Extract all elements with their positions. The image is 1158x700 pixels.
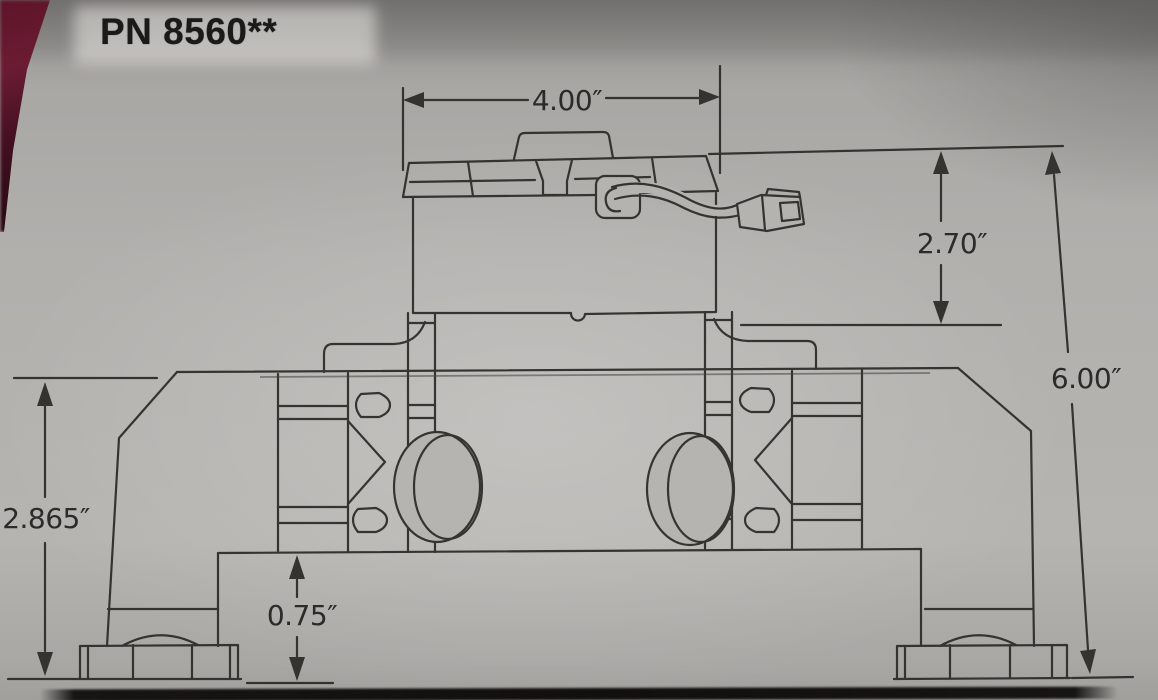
hex-bolt [351,506,389,534]
hex-bolt [738,386,776,414]
motor-body [411,191,718,322]
right-foot [895,634,1069,681]
dimension-overall-height: 6.00″ [1045,151,1122,674]
dimension-upper-height: 2.70″ [707,144,1065,327]
left-v-notch [346,419,387,506]
outlet-port [645,431,736,547]
right-v-notch [753,416,794,506]
title-highlight [74,6,376,64]
ground-lines [6,675,1135,685]
photo-bottom-edge [39,686,1119,700]
dimension-top-width: 4.00″ [401,64,722,175]
left-foot [78,634,240,681]
dim-label-upper-height: 2.70″ [917,227,987,260]
inlet-port [392,430,484,544]
dim-label-top-width: 4.00″ [532,84,602,117]
right-mounting-bracket [703,310,864,551]
dim-label-body-height: 2.865″ [2,502,90,535]
part-number-title: PN 8560** [100,11,278,52]
wire [604,182,746,219]
pump-body [105,366,1036,648]
hex-bolt [743,506,781,534]
dim-label-overall-height: 6.00″ [1051,362,1121,395]
dimension-body-height: 2.865″ [2,376,159,676]
wire-and-connector [594,174,806,233]
dim-label-ground-clearance: 0.75″ [267,599,337,632]
wire-connector [735,187,806,233]
motor-assembly [401,130,720,322]
hex-bolt [354,391,392,419]
dimension-ground-clearance: 0.75″ [267,555,338,681]
motor-cap [512,130,615,161]
